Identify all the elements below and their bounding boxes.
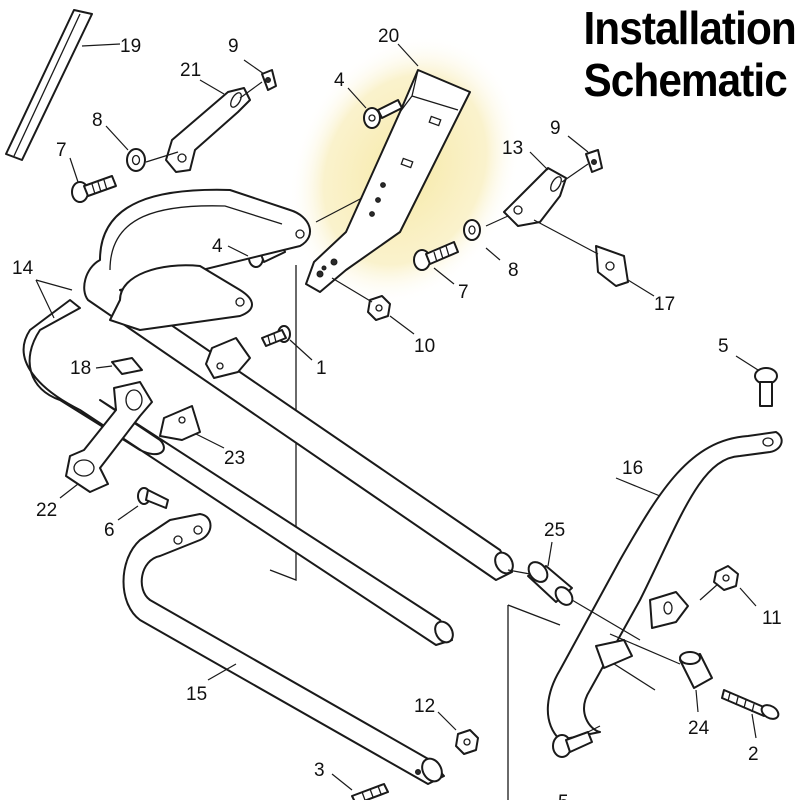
assembly-lines xyxy=(145,81,719,735)
callout-9-right: 9 xyxy=(550,118,561,139)
part-24-sleeve[interactable] xyxy=(679,651,713,689)
part-23-clamp[interactable] xyxy=(159,337,251,441)
callout-4-lower: 4 xyxy=(212,236,223,257)
part-9-clip-top[interactable] xyxy=(261,69,277,91)
title-line-2: Schematic xyxy=(583,54,788,106)
part-17-clip-nut[interactable] xyxy=(595,245,629,287)
reference-plane-right-top xyxy=(507,604,561,626)
reference-plane-left xyxy=(269,265,297,581)
part-1-screw[interactable] xyxy=(261,325,291,347)
title-line-1: Installation xyxy=(583,2,797,54)
part-8-washer-top[interactable] xyxy=(126,148,146,172)
part-10-nut[interactable] xyxy=(367,295,391,321)
callout-16: 16 xyxy=(622,458,643,479)
part-11-nut[interactable] xyxy=(713,565,739,591)
part-5-screw-upper[interactable] xyxy=(754,367,778,407)
callout-14: 14 xyxy=(12,258,34,279)
callout-21: 21 xyxy=(180,60,201,81)
callout-3: 3 xyxy=(314,760,325,781)
callout-8-top: 8 xyxy=(92,110,103,131)
callout-17: 17 xyxy=(654,294,675,315)
callout-numbers: 19 9 21 8 7 20 4 13 9 4 14 8 7 17 10 1 1… xyxy=(12,26,782,800)
callout-8-right: 8 xyxy=(508,260,519,281)
callout-24: 24 xyxy=(688,718,710,739)
callout-4-upper: 4 xyxy=(334,70,345,91)
callout-7-right: 7 xyxy=(458,282,469,303)
part-13-bracket[interactable] xyxy=(503,167,567,227)
part-5-screw-lower[interactable] xyxy=(552,731,593,758)
callout-22: 22 xyxy=(36,500,57,521)
part-20-bracket[interactable] xyxy=(305,69,471,293)
callout-20: 20 xyxy=(378,26,399,47)
callout-9-top: 9 xyxy=(228,36,239,57)
part-8-washer-right[interactable] xyxy=(463,219,481,241)
callout-18: 18 xyxy=(70,358,91,379)
callout-15: 15 xyxy=(186,684,207,705)
callout-10: 10 xyxy=(414,336,435,357)
part-4-screw-upper[interactable] xyxy=(363,99,403,129)
diagram-title: Installation Schematic xyxy=(583,2,797,106)
part-3-screw[interactable] xyxy=(351,783,389,800)
callout-23: 23 xyxy=(224,448,245,469)
callout-5-upper: 5 xyxy=(718,336,729,357)
callout-13: 13 xyxy=(502,138,523,159)
callout-19: 19 xyxy=(120,36,141,57)
part-22-support[interactable] xyxy=(65,381,153,493)
callout-2: 2 xyxy=(748,744,759,765)
part-6-screw[interactable] xyxy=(137,487,169,509)
part-14-upper-rail[interactable] xyxy=(22,188,517,646)
part-18-pad[interactable] xyxy=(111,357,143,375)
part-12-nut[interactable] xyxy=(455,729,479,755)
part-7-bolt-right[interactable] xyxy=(413,241,459,271)
callout-7-top: 7 xyxy=(56,140,67,161)
part-16-curved-rail[interactable] xyxy=(546,431,783,741)
callout-1: 1 xyxy=(316,358,327,379)
part-2-bolt[interactable] xyxy=(721,689,781,722)
part-19-strip[interactable] xyxy=(5,9,93,161)
leader-lines xyxy=(35,43,759,791)
callout-25: 25 xyxy=(544,520,565,541)
callout-12: 12 xyxy=(414,696,435,717)
callout-11: 11 xyxy=(762,608,782,629)
part-15-lower-rail[interactable] xyxy=(122,513,446,785)
callout-6: 6 xyxy=(104,520,115,541)
callout-5-lower: 5 xyxy=(558,792,569,800)
part-21-bracket[interactable] xyxy=(165,87,251,173)
part-25-sleeve[interactable] xyxy=(525,558,576,608)
part-7-bolt-top[interactable] xyxy=(71,175,117,203)
part-9-clip-right[interactable] xyxy=(585,149,603,173)
